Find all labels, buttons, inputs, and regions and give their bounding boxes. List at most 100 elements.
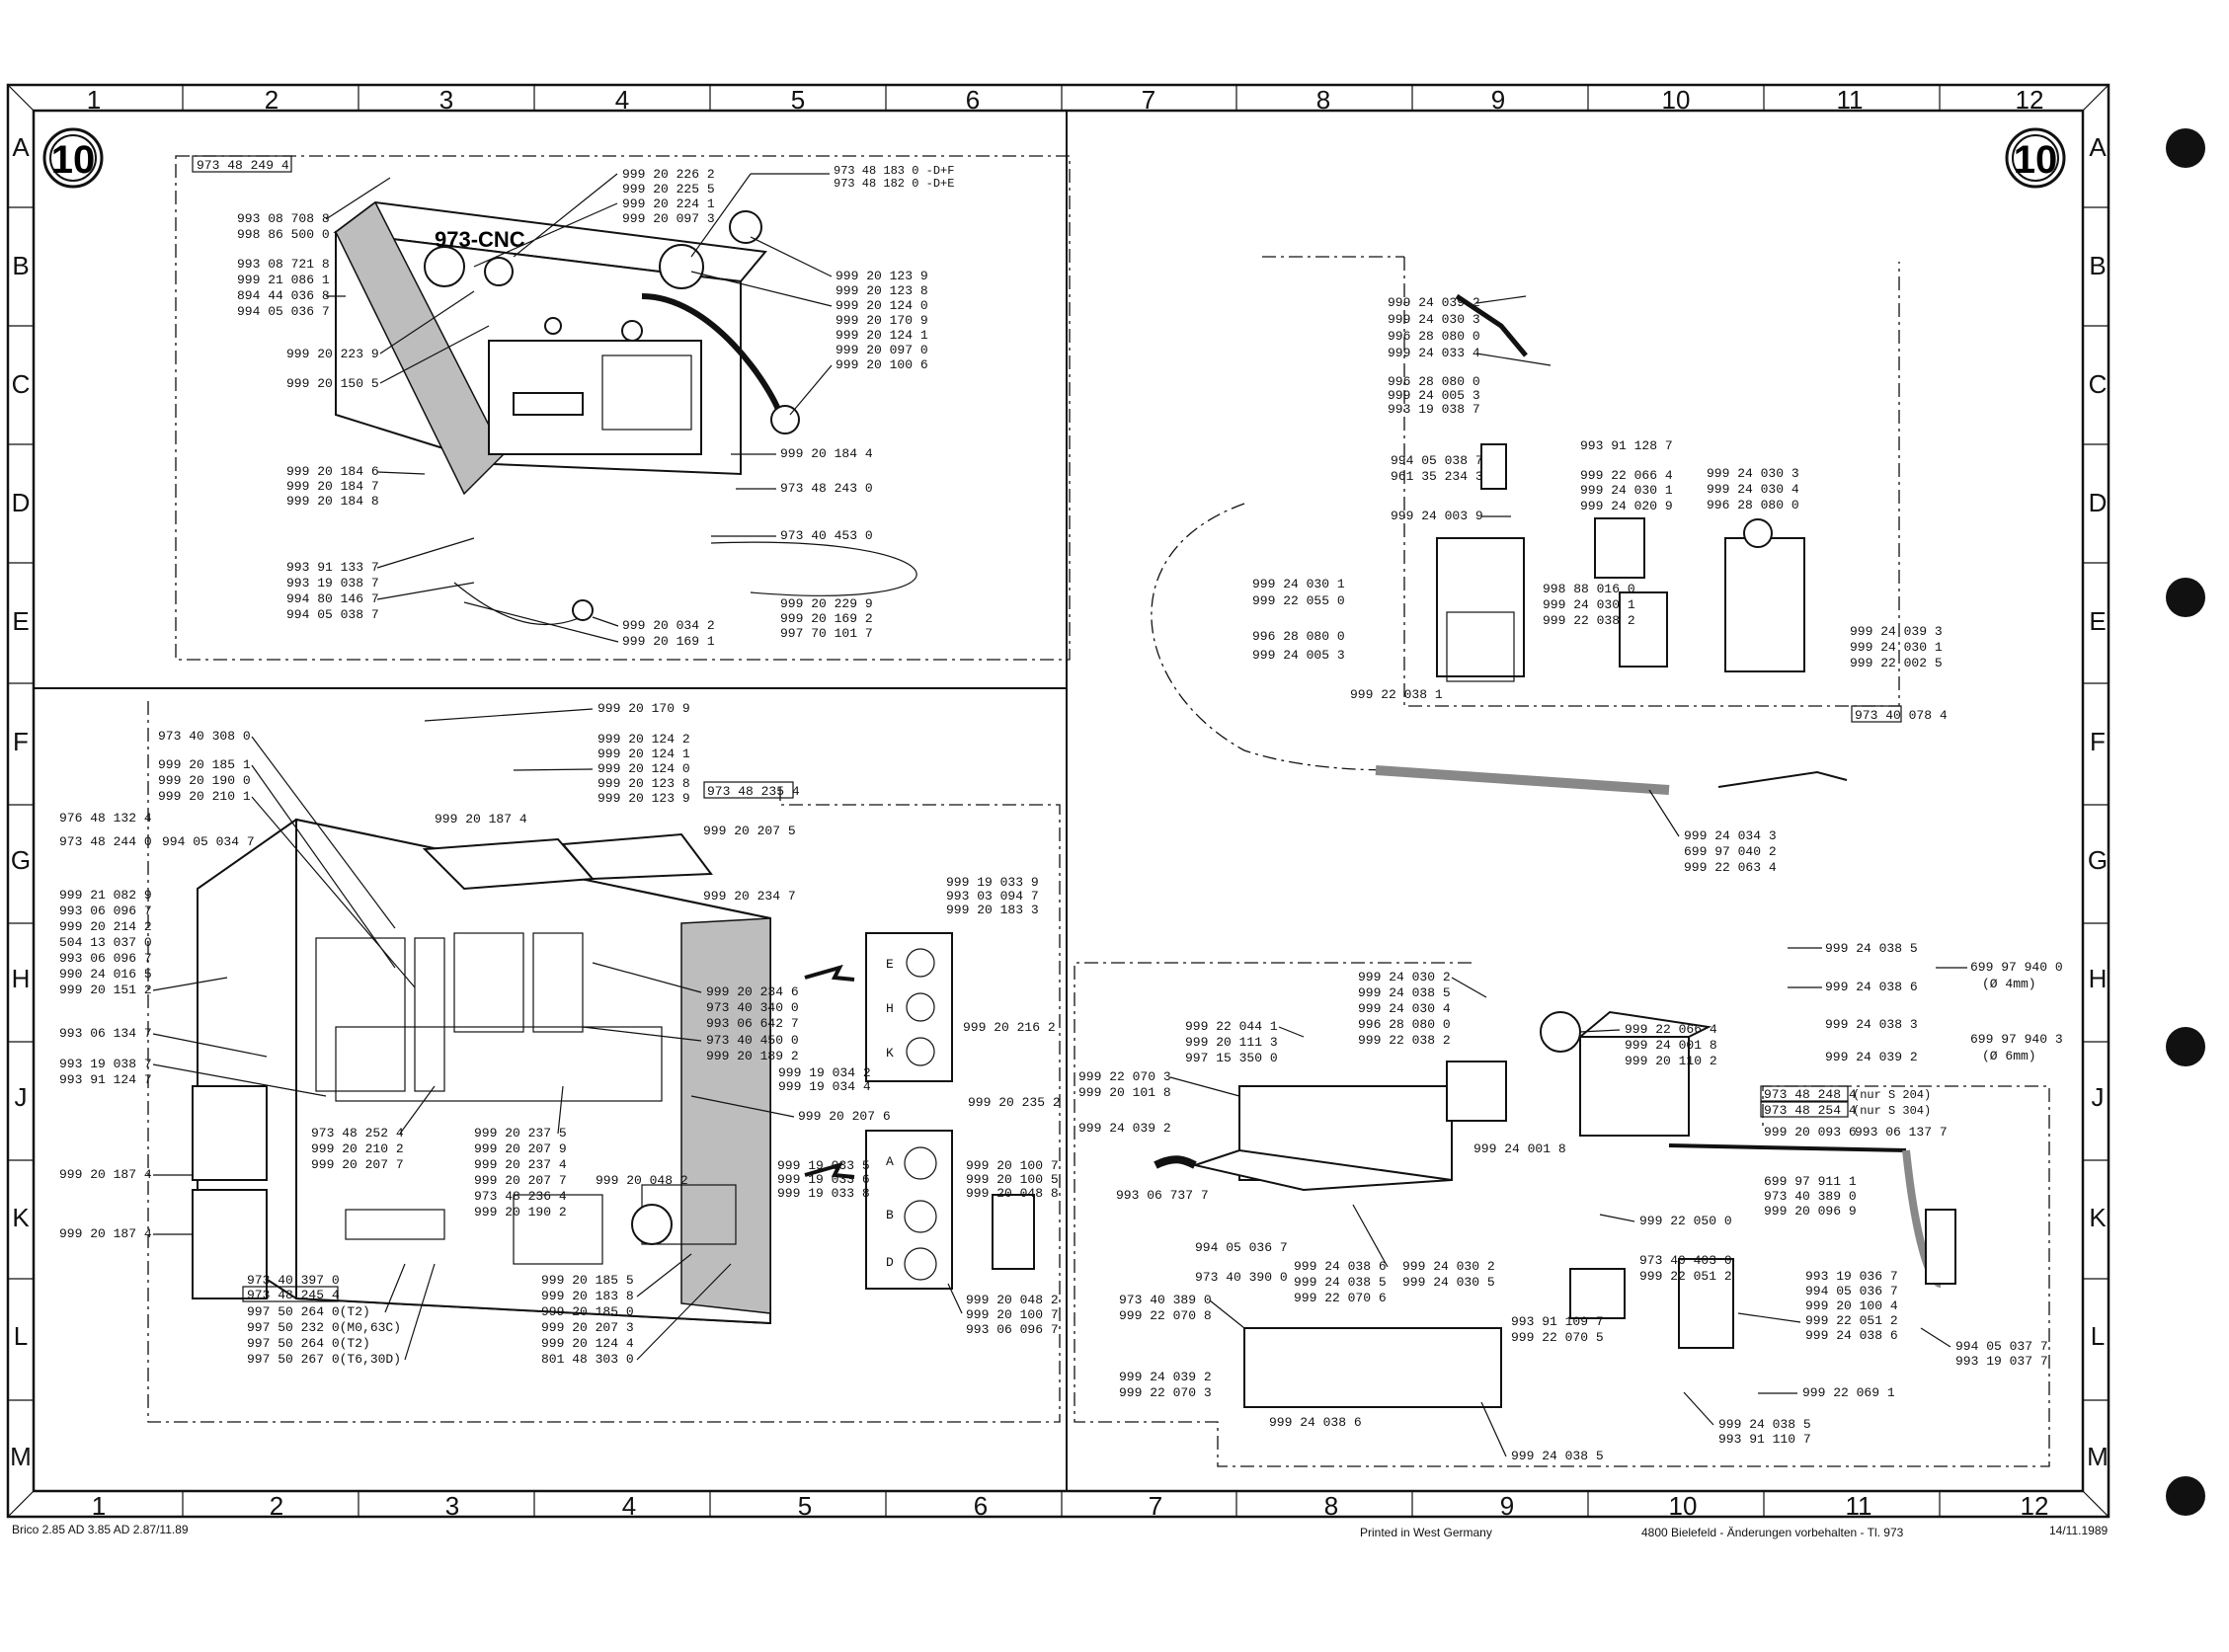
part-label: 699 97 911 1 <box>1764 1174 1857 1189</box>
part-label: 999 20 207 6 <box>798 1109 891 1124</box>
row-label: J <box>2092 1082 2105 1112</box>
col-label: 4 <box>615 85 629 115</box>
part-label: 993 19 036 7 <box>1805 1269 1898 1284</box>
col-label: 5 <box>798 1491 812 1521</box>
footer: Brico 2.85 AD 3.85 AD 2.87/11.89 Printed… <box>12 1523 2108 1539</box>
part-label: 993 91 124 7 <box>59 1072 152 1087</box>
part-label: (nur S 304) <box>1853 1104 1931 1118</box>
part-label: 973 40 308 0 <box>158 729 251 744</box>
part-label: 999 24 030 5 <box>1402 1275 1495 1290</box>
model-label: 973-CNC <box>435 227 525 252</box>
part-label: 996 28 080 0 <box>1252 629 1345 644</box>
part-label: 999 24 039 2 <box>1388 295 1480 310</box>
part-label: 999 24 038 5 <box>1294 1275 1387 1290</box>
part-label: 999 22 051 2 <box>1805 1313 1898 1328</box>
part-label: 999 24 038 3 <box>1825 1017 1918 1032</box>
binder-hole <box>2166 1027 2205 1066</box>
part-label: 999 22 070 3 <box>1119 1385 1212 1400</box>
part-label: 999 22 070 6 <box>1294 1291 1387 1305</box>
binder-holes <box>2166 128 2205 1516</box>
part-label: 999 22 051 2 <box>1639 1269 1732 1284</box>
part-label: 999 20 124 0 <box>597 761 690 776</box>
part-label: 999 22 066 4 <box>1625 1022 1717 1037</box>
panel-d-callouts: 999 24 038 5 999 24 038 6 699 97 940 0 (… <box>1078 941 2063 1463</box>
part-label: 999 21 086 1 <box>237 273 330 287</box>
part-label: 999 22 055 0 <box>1252 593 1345 608</box>
part-label: 999 24 038 6 <box>1825 980 1918 994</box>
part-label: 999 20 170 9 <box>836 313 928 328</box>
part-label: 999 20 110 2 <box>1625 1054 1717 1068</box>
col-label: 8 <box>1316 85 1330 115</box>
col-label: 2 <box>270 1491 283 1521</box>
part-label: 999 20 214 2 <box>59 919 152 934</box>
part-label: 999 20 187 4 <box>59 1167 152 1182</box>
row-label: C <box>12 369 31 399</box>
row-label: H <box>2089 964 2108 993</box>
col-label: 3 <box>439 85 453 115</box>
column-labels-bottom: 1 2 3 4 5 6 7 8 9 10 11 12 <box>92 1491 2049 1521</box>
part-label: 961 35 234 3 <box>1391 469 1483 484</box>
part-label: 999 20 234 7 <box>703 889 796 904</box>
assembly-number-box: 973 48 249 4 <box>197 158 289 173</box>
part-label: 993 91 133 7 <box>286 560 379 575</box>
part-label: 973 40 390 0 <box>1195 1270 1288 1285</box>
col-label: 1 <box>87 85 101 115</box>
part-label: 994 05 038 7 <box>286 607 379 622</box>
part-label: 999 20 111 3 <box>1185 1035 1278 1050</box>
part-label: 999 24 038 6 <box>1805 1328 1898 1343</box>
col-label: 1 <box>92 1491 106 1521</box>
part-label: 999 22 063 4 <box>1684 860 1777 875</box>
part-label: 999 20 124 1 <box>836 328 928 343</box>
part-label: 999 19 034 2 <box>778 1065 871 1080</box>
part-label: 993 06 096 7 <box>59 904 152 918</box>
panel-b-callouts: 999 24 039 2 999 24 030 3 996 28 080 0 9… <box>1252 295 1948 875</box>
connector-panel <box>865 932 953 1082</box>
part-label: (Ø 4mm) <box>1982 977 2036 991</box>
part-label: 993 06 096 7 <box>966 1322 1059 1337</box>
footer-revision: Brico 2.85 AD 3.85 AD 2.87/11.89 <box>12 1523 189 1536</box>
part-label: 999 20 124 2 <box>597 732 690 747</box>
part-label: 993 19 038 7 <box>59 1057 152 1071</box>
part-label: 999 20 048 2 <box>966 1293 1059 1307</box>
part-label: 999 20 170 9 <box>597 701 690 716</box>
part-label: 998 88 016 0 <box>1543 582 1635 596</box>
part-label: 999 24 003 9 <box>1391 509 1483 523</box>
part-label: 997 50 232 0(M0,63C) <box>247 1320 401 1335</box>
row-label: M <box>2087 1442 2109 1471</box>
footer-address: 4800 Bielefeld - Änderungen vorbehalten … <box>1641 1526 1904 1539</box>
part-label: 999 24 034 3 <box>1684 828 1777 843</box>
part-label: 996 28 080 0 <box>1388 374 1480 389</box>
part-label: 999 20 123 9 <box>836 269 928 283</box>
row-label: F <box>2090 727 2106 756</box>
row-label: B <box>12 251 29 280</box>
assembly-number-box: 973 48 248 4 <box>1764 1087 1857 1102</box>
part-label: 999 19 033 9 <box>946 875 1039 890</box>
panel-d-valve-block <box>1074 962 2050 1467</box>
assembly-number-box: 973 40 078 4 <box>1855 708 1948 723</box>
panel-c-connector-letters: E H K A B D <box>804 948 937 1281</box>
part-label: 999 20 184 8 <box>286 494 379 509</box>
part-label: 999 24 030 1 <box>1580 483 1673 498</box>
part-label: 997 70 101 7 <box>780 626 873 641</box>
col-label: 7 <box>1149 1491 1162 1521</box>
part-label: 999 20 034 2 <box>622 618 715 633</box>
part-label: 996 28 080 0 <box>1707 498 1799 512</box>
page-number: 10 <box>2014 138 2058 182</box>
part-label: 993 91 110 7 <box>1718 1432 1811 1447</box>
part-label: 999 22 070 5 <box>1511 1330 1604 1345</box>
part-label: 997 50 264 0(T2) <box>247 1336 370 1351</box>
part-label: 999 20 124 1 <box>597 747 690 761</box>
part-label: 999 20 151 2 <box>59 983 152 997</box>
col-label: 12 <box>2021 1491 2049 1521</box>
part-label: 999 20 225 5 <box>622 182 715 197</box>
panel-a-callouts: 993 08 708 8 998 86 500 0 993 08 721 8 9… <box>237 164 954 649</box>
row-label: D <box>2089 488 2108 517</box>
part-label: 999 24 020 9 <box>1580 499 1673 513</box>
row-label: D <box>12 488 31 517</box>
part-label: 999 20 223 9 <box>286 347 379 361</box>
part-label: 976 48 132 4 <box>59 811 152 826</box>
part-label: 993 08 708 8 <box>237 211 330 226</box>
col-label: 9 <box>1491 85 1505 115</box>
part-label: 699 97 940 0 <box>1970 960 2063 975</box>
row-label: J <box>15 1082 28 1112</box>
